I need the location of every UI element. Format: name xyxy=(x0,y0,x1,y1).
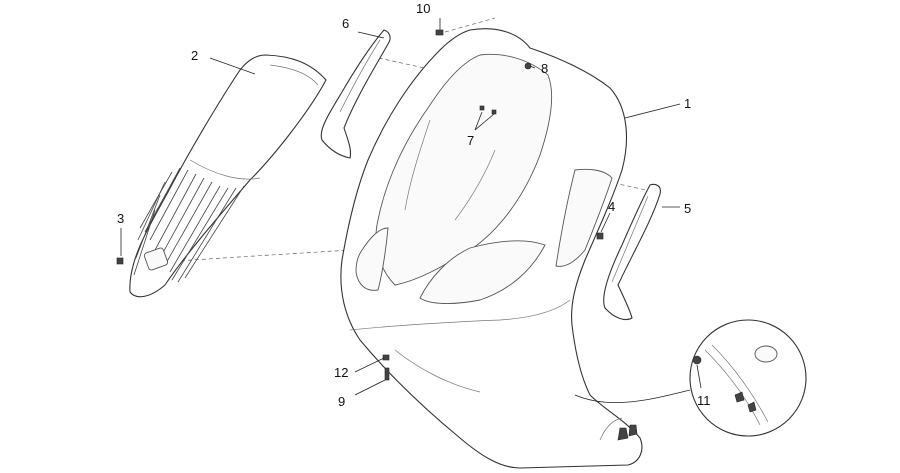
callout-2: 2 xyxy=(191,48,198,63)
clip-4 xyxy=(596,232,604,240)
fastener-11 xyxy=(692,355,702,365)
screw-3 xyxy=(116,257,124,265)
grille-slats xyxy=(133,167,245,283)
screw-7a xyxy=(479,105,485,111)
rubber-grommet xyxy=(754,345,778,363)
logo-badge xyxy=(143,247,169,271)
callout-7: 7 xyxy=(467,133,474,148)
callout-9: 9 xyxy=(338,394,345,409)
part-6-left-trim-strip xyxy=(320,29,391,159)
detail-magnifier xyxy=(689,319,807,437)
callout-10: 10 xyxy=(416,1,430,16)
callout-4: 4 xyxy=(608,199,615,214)
part-1-front-shield xyxy=(340,28,691,469)
screw-10 xyxy=(435,29,444,36)
callout-1: 1 xyxy=(684,96,691,111)
hardware xyxy=(116,29,604,381)
callout-12: 12 xyxy=(334,365,348,380)
callout-3: 3 xyxy=(117,211,124,226)
spring-nut-9 xyxy=(384,367,390,381)
screw-12 xyxy=(382,354,390,361)
callout-5: 5 xyxy=(684,201,691,216)
callout-8: 8 xyxy=(541,61,548,76)
callout-labels: 1 2 3 4 5 6 7 8 9 10 11 12 xyxy=(117,1,711,409)
part-5-right-trim-strip xyxy=(603,183,661,321)
part-2-center-grille-panel xyxy=(129,54,327,298)
screw-7b xyxy=(491,109,497,115)
callout-11: 11 xyxy=(697,393,711,408)
callout-6: 6 xyxy=(342,16,349,31)
leader-lines xyxy=(120,18,702,396)
